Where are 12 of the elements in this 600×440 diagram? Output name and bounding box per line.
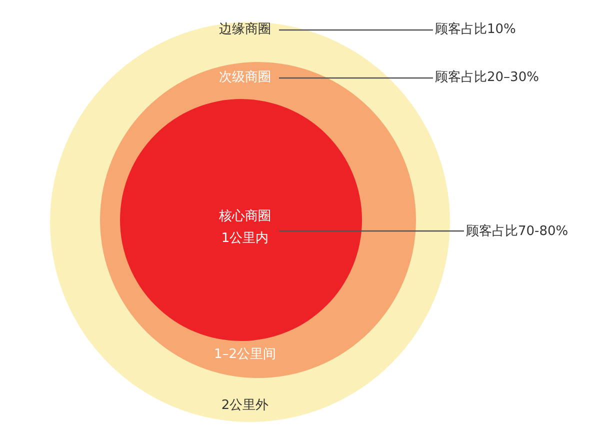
zone-label: 次级商圈 (219, 70, 271, 86)
zone-label: 边缘商圈 (219, 22, 271, 38)
share-label: 顾客占比20–30% (435, 70, 539, 86)
leader-line (279, 77, 433, 79)
zone-label: 1公里内 (221, 231, 269, 247)
share-label: 顾客占比10% (435, 22, 516, 38)
share-label: 顾客占比70-80% (466, 224, 568, 240)
zone-label: 1–2公里间 (214, 347, 276, 363)
leader-line (279, 29, 433, 31)
leader-line (279, 230, 464, 232)
zone-label: 2公里外 (221, 398, 269, 414)
zone-label: 核心商圈 (219, 209, 271, 225)
